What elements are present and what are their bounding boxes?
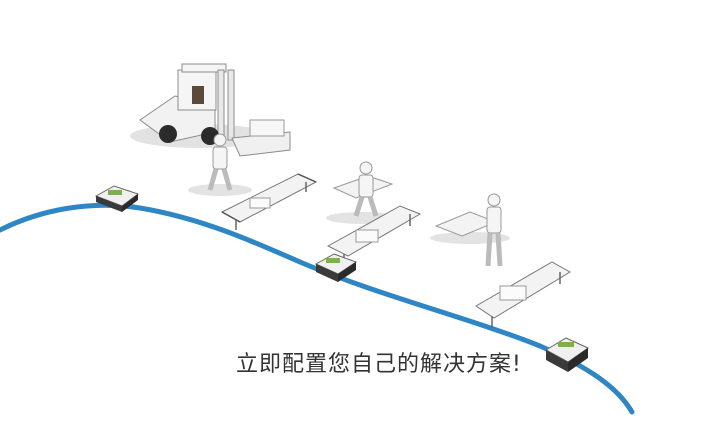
worker-walking-icon — [188, 133, 252, 196]
agv-track-path — [0, 202, 635, 415]
conveyor-3-icon — [475, 261, 571, 328]
forklift-icon — [130, 63, 291, 157]
agv-shuttle-icon — [544, 337, 590, 372]
conveyor-1-icon — [220, 173, 318, 230]
conveyor-2-icon — [326, 205, 422, 266]
agv-shuttle-icon — [314, 253, 358, 282]
worker-standing-icon — [430, 193, 510, 267]
configure-solution-link[interactable]: 立即配置您自己的解决方案! — [236, 352, 522, 377]
agv-shuttle-icon — [94, 185, 140, 212]
worker-carrying-box-icon — [326, 161, 398, 224]
